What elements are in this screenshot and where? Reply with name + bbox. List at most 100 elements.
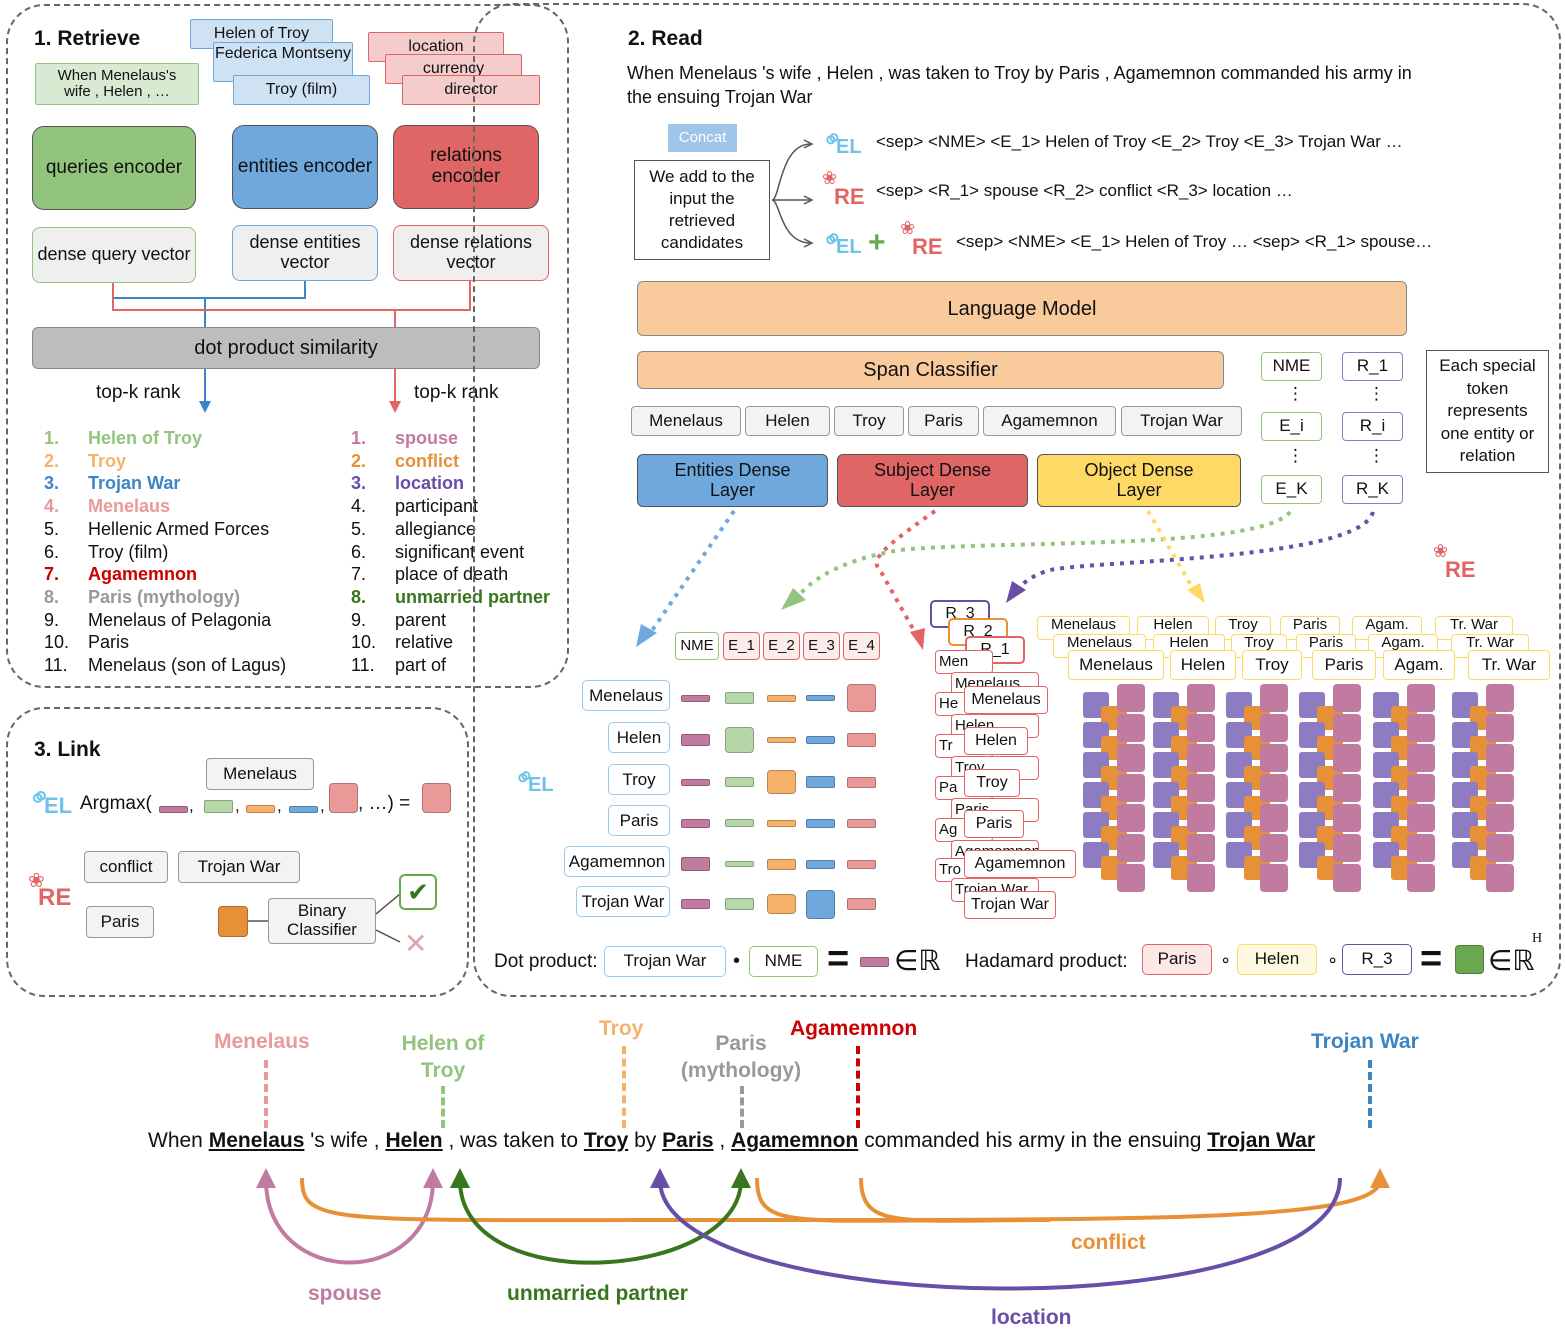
puzzle-piece: [1407, 684, 1435, 712]
entity-candidate-label: Trojan War: [88, 473, 181, 494]
relation-candidate-rank: 4.: [351, 496, 367, 517]
span-token: Menelaus: [631, 406, 741, 436]
relation-candidate-label: parent: [395, 609, 447, 630]
rel-label-unmarried: unmarried partner: [507, 1282, 688, 1305]
relation-candidate-label: participant: [395, 496, 479, 517]
el-score-mark: [806, 818, 835, 828]
el-score-mark: [767, 819, 796, 827]
relation-candidate: 2. conflict: [351, 450, 550, 473]
relation-candidate-rank: 2.: [351, 450, 367, 471]
dot-result: [860, 957, 889, 967]
subject-front-token: Trojan War: [964, 891, 1056, 919]
el-header-token: NME: [675, 632, 719, 660]
puzzle-piece: [1486, 864, 1514, 892]
link-panel: [6, 707, 469, 997]
relation-candidate-label: spouse: [395, 428, 459, 448]
object-front-token: Paris: [1312, 650, 1376, 680]
el-header-token: E_3: [803, 632, 840, 660]
el-score-mark: [767, 694, 796, 702]
re-logo-2: ❀ RE: [900, 218, 943, 259]
link-hadamard-vector: [218, 906, 248, 937]
link-dash-menelaus: [264, 1060, 268, 1128]
el-score-mark: [681, 778, 710, 786]
el-logo-matrix: ⚭ EL: [507, 758, 554, 796]
puzzle-piece: [1117, 804, 1145, 832]
relation-candidate: 5.allegiance: [351, 518, 550, 541]
puzzle-piece: [1117, 864, 1145, 892]
dot-product-a: Trojan War: [604, 946, 726, 977]
argmax-score-5: [329, 783, 358, 813]
puzzle-piece: [1260, 714, 1288, 742]
rel-label-conflict: conflict: [1071, 1231, 1146, 1254]
entity-candidate-label: Paris: [88, 632, 130, 653]
el-score-mark: [681, 734, 710, 746]
el-score-mark: [767, 894, 796, 914]
puzzle-piece: [1486, 804, 1514, 832]
span-token: Agamemnon: [983, 406, 1116, 436]
subject-back-token: Men: [935, 650, 993, 674]
relation-candidate-label: location: [395, 473, 465, 494]
ent-token-ei: E_i: [1261, 412, 1322, 441]
argmax-result: [422, 783, 451, 813]
language-model: Language Model: [637, 281, 1407, 336]
el-row-token: Helen: [608, 722, 670, 753]
entity-candidate-rank: 1.: [44, 428, 60, 448]
link-dash-helen: [441, 1086, 445, 1128]
puzzle-piece: [1187, 774, 1215, 802]
object-dense-layer: Object Dense Layer: [1037, 454, 1241, 507]
puzzle-piece: [1407, 744, 1435, 772]
relation-candidate: 9.parent: [351, 609, 550, 632]
entity-candidate-rank: 6.: [44, 541, 60, 562]
top-k-rank-left: top-k rank: [96, 382, 181, 403]
relation-candidate-rank: 1.: [351, 428, 367, 448]
el-score-mark: [681, 899, 710, 909]
el-score-mark: [847, 898, 876, 910]
entity-candidate: 10.Paris: [44, 631, 286, 654]
link-paris-chip: Paris: [86, 906, 154, 938]
el-score-mark: [847, 776, 876, 788]
puzzle-piece: [1407, 864, 1435, 892]
relation-candidate-rank: 10.: [351, 632, 377, 653]
entity-candidate: 1.Helen of Troy: [44, 427, 286, 450]
puzzle-piece: [1407, 804, 1435, 832]
relation-candidate: 4. participant: [351, 495, 550, 518]
object-front-token: Menelaus: [1068, 650, 1164, 680]
subject-dense-layer: Subject Dense Layer: [837, 454, 1028, 507]
entity-candidate-label: Menelaus (son of Lagus): [88, 655, 287, 676]
el-score-mark: [806, 736, 835, 744]
read-title: 2. Read: [628, 27, 703, 50]
span-classifier: Span Classifier: [637, 351, 1224, 389]
output-sentence: When Menelaus 's wife , Helen , was take…: [148, 1129, 1315, 1153]
puzzle-piece: [1407, 714, 1435, 742]
link-trojan-chip: Trojan War: [178, 851, 300, 883]
puzzle-piece: [1117, 744, 1145, 772]
plus-icon: +: [868, 226, 886, 259]
out-entity-trojan: Trojan War: [1311, 1030, 1419, 1053]
relation-candidate-label: conflict: [395, 450, 460, 471]
argmax-comma-4: ,: [320, 796, 325, 815]
argmax-ellipsis: , …) =: [358, 793, 411, 814]
link-conflict-chip: conflict: [84, 851, 168, 883]
span-token: Troy: [834, 406, 904, 436]
query-card: When Menelaus's wife , Helen , …: [35, 63, 199, 105]
span-token: Paris: [908, 406, 979, 436]
relation-candidate: 3.location: [351, 472, 550, 495]
relation-candidate-label: relative: [395, 632, 454, 653]
hadamard-c: R_3: [1342, 944, 1412, 975]
subject-front-token: Menelaus: [964, 686, 1048, 714]
rel-token-r1: R_1: [1342, 352, 1403, 381]
rel-token-dots-1: ⋮: [1368, 384, 1385, 403]
puzzle-piece: [1486, 714, 1514, 742]
binary-classifier: Binary Classifier: [268, 898, 376, 944]
ent-token-ek: E_K: [1261, 475, 1322, 504]
el-score-mark: [725, 819, 754, 827]
puzzle-piece: [1260, 804, 1288, 832]
puzzle-piece: [1117, 714, 1145, 742]
entity-candidate-label: Hellenic Armed Forces: [88, 518, 270, 539]
dot-product-b: NME: [749, 946, 818, 977]
el-score-mark: [725, 727, 754, 753]
dot-product-label: Dot product:: [494, 951, 598, 972]
hadamard-result: [1455, 945, 1484, 974]
relation-candidate: 6.significant event: [351, 541, 550, 564]
puzzle-piece: [1187, 744, 1215, 772]
